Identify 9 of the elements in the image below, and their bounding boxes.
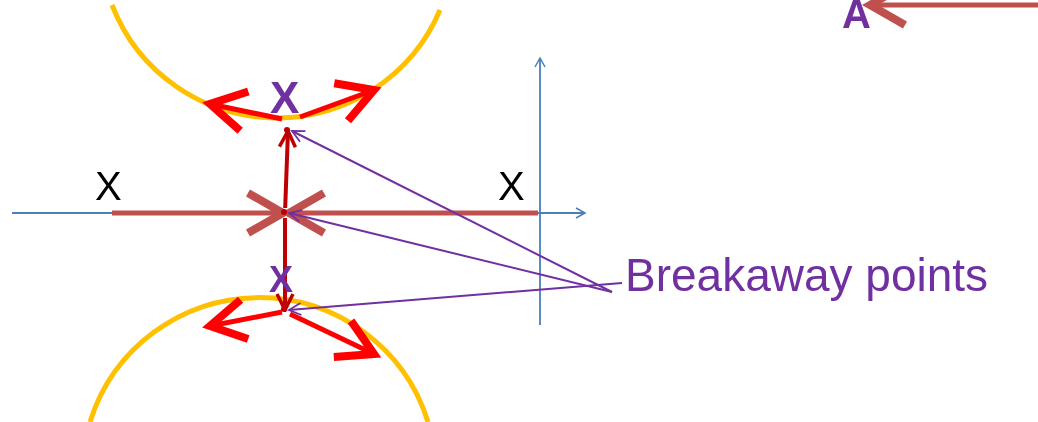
pole-marker: X — [95, 166, 122, 206]
breakaway-point — [284, 127, 290, 133]
leader-line — [291, 130, 613, 293]
breakaway-point — [281, 209, 287, 215]
point-label: A — [842, 0, 871, 34]
leader-line — [288, 282, 623, 316]
locus-branch — [277, 129, 298, 209]
leader-line — [288, 209, 613, 293]
pole-marker: X — [498, 166, 525, 206]
